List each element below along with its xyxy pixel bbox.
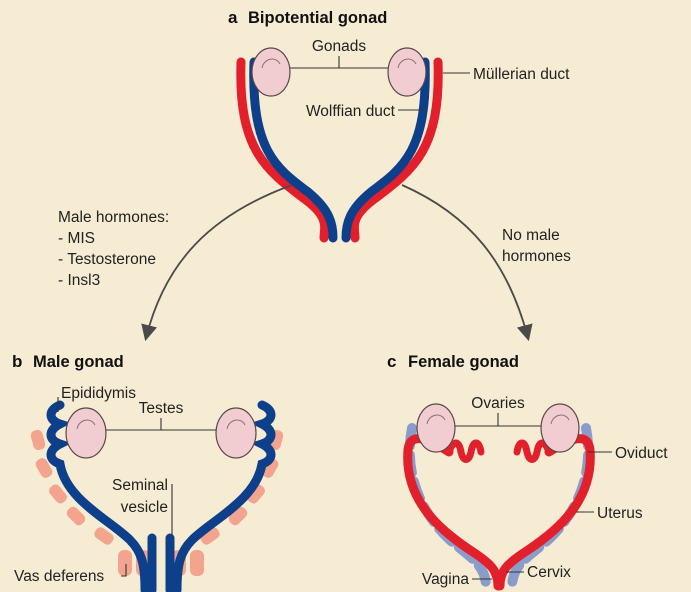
wolffian-duct-label: Wolffian duct: [306, 103, 396, 120]
no-male-hormones-line2: hormones: [502, 248, 571, 265]
epididymis-label: Epididymis: [61, 385, 136, 402]
panel-c: c Female gonad Ovaries Oviduct Uterus Ce…: [387, 352, 668, 588]
cervix-label: Cervix: [527, 564, 571, 581]
mullerian-duct-label: Müllerian duct: [473, 66, 570, 83]
male-hormones-heading: Male hormones:: [58, 209, 169, 226]
right-testis: [216, 408, 256, 458]
panel-c-title: Female gonad: [408, 353, 519, 371]
testes-label: Testes: [139, 400, 184, 417]
right-ovary: [541, 404, 579, 452]
no-male-hormones-line1: No male: [502, 227, 560, 244]
left-testis: [66, 408, 106, 458]
seminal-vesicle-label-line2: vesicle: [121, 499, 168, 516]
gonads-label: Gonads: [312, 38, 367, 55]
right-gonad: [388, 48, 426, 96]
left-uterine-horn: [408, 439, 498, 586]
male-hormone-insl3: - Insl3: [58, 272, 100, 289]
uterus-label: Uterus: [597, 505, 643, 522]
panel-b-letter: b: [12, 352, 22, 371]
male-hormone-mis: - MIS: [58, 230, 95, 247]
left-gonad: [252, 48, 290, 96]
left-oviduct-coils: [449, 443, 481, 460]
male-hormone-testosterone: - Testosterone: [58, 251, 156, 268]
panel-b: b Male gonad: [12, 352, 284, 590]
oviduct-label: Oviduct: [615, 445, 668, 462]
panel-a: a Bipotential gonad Gonads Müllerian duc…: [228, 8, 570, 238]
right-oviduct-coils: [517, 443, 549, 460]
panel-b-title: Male gonad: [33, 353, 124, 371]
panel-c-letter: c: [387, 352, 396, 371]
left-ovary: [417, 404, 455, 452]
panel-a-title: Bipotential gonad: [248, 9, 387, 27]
ovaries-label: Ovaries: [471, 395, 525, 412]
seminal-vesicle-label-line1: Seminal: [112, 477, 168, 494]
vagina-label: Vagina: [422, 571, 469, 588]
arrow-to-male: [146, 185, 292, 338]
vas-deferens-label: Vas deferens: [14, 568, 104, 585]
panel-a-letter: a: [228, 8, 238, 27]
